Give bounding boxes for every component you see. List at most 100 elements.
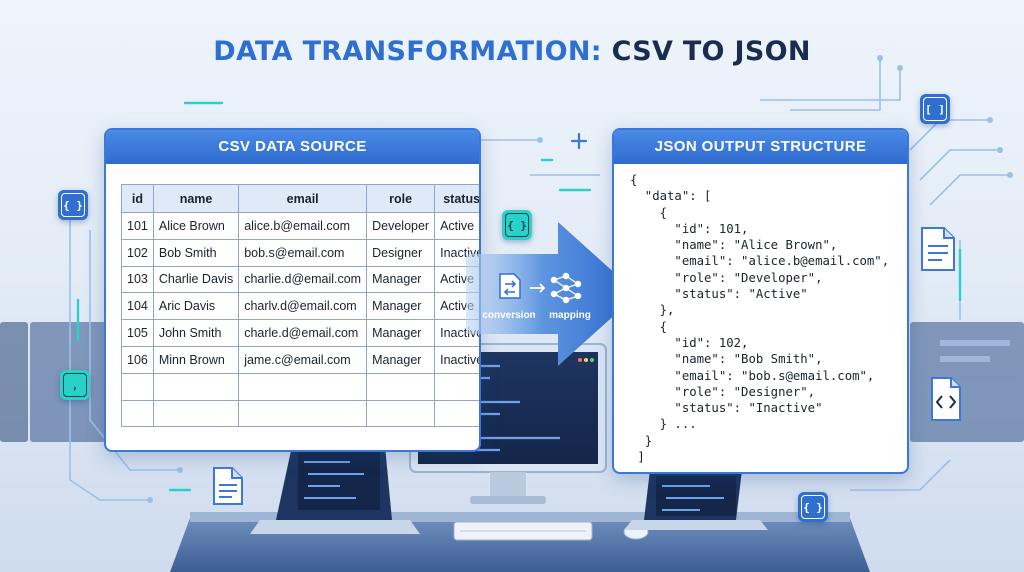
cell-email: charlv.d@email.com <box>238 292 368 321</box>
cell-id: 103 <box>121 265 154 294</box>
braces-badge-teal: { } <box>502 210 532 240</box>
cell-role <box>366 399 436 428</box>
cell-id: 104 <box>121 292 154 321</box>
right-laptop <box>624 470 768 530</box>
conversion-icon <box>499 273 521 299</box>
cell-email: charlie.d@email.com <box>238 265 368 294</box>
col-header-name: name <box>152 184 240 213</box>
col-header-role: role <box>366 184 436 213</box>
cell-email: bob.s@email.com <box>238 238 368 267</box>
cell-role: Manager <box>366 265 436 294</box>
json-line: "role": "Designer", <box>630 384 816 399</box>
cell-id <box>121 372 154 401</box>
braces-icon-teal: { } <box>505 213 529 237</box>
json-line: "id": 102, <box>630 335 749 350</box>
json-line: "data": [ <box>630 189 712 204</box>
json-line: "status": "Inactive" <box>630 401 823 416</box>
json-line: "name": "Bob Smith", <box>630 352 823 367</box>
table-row <box>121 399 479 428</box>
cell-status: Inactive <box>434 345 479 374</box>
cell-email <box>238 372 368 401</box>
cell-role <box>366 372 436 401</box>
cell-name: Bob Smith <box>152 238 240 267</box>
json-line: } ... <box>630 417 697 432</box>
step-arrow-icon <box>530 283 546 293</box>
title-part-1: DATA TRANSFORMATION: <box>213 36 602 67</box>
cell-id: 105 <box>121 319 154 347</box>
json-line: "email": "alice.b@email.com", <box>630 254 890 269</box>
json-line: ] <box>630 450 645 465</box>
cell-email <box>238 399 368 428</box>
json-code-block: { "data": [ { "id": 101, "name": "Alice … <box>630 172 889 465</box>
json-line: }, <box>630 303 675 318</box>
cell-name <box>152 372 240 401</box>
braces-icon-bottom: { } <box>801 495 825 519</box>
mapping-icon <box>550 272 582 304</box>
cell-id <box>121 399 154 428</box>
col-header-status: status <box>434 184 479 213</box>
cell-status: Active <box>434 212 479 240</box>
document-icon-right <box>921 227 955 271</box>
transformation-arrow <box>466 222 638 366</box>
cell-status <box>434 372 479 401</box>
cell-role: Designer <box>366 238 436 267</box>
json-line: "id": 101, <box>630 221 749 236</box>
teal-dashes <box>76 101 962 492</box>
cell-email: alice.b@email.com <box>238 212 368 240</box>
cell-role: Manager <box>366 319 436 347</box>
comma-icon: , <box>63 373 87 397</box>
col-header-email: email <box>238 184 368 213</box>
cell-name: Minn Brown <box>152 345 240 374</box>
page-title: DATA TRANSFORMATION: CSV TO JSON <box>0 36 1024 67</box>
cell-role: Manager <box>366 292 436 321</box>
json-line: "role": "Developer", <box>630 270 823 285</box>
csv-panel-header: CSV DATA SOURCE <box>106 130 479 164</box>
json-line: "name": "Alice Brown", <box>630 238 838 253</box>
cell-role: Developer <box>366 212 436 240</box>
conversion-label: conversion <box>482 310 536 321</box>
cell-id: 101 <box>121 212 154 240</box>
json-line: { <box>630 173 638 187</box>
plus-marks <box>570 132 588 150</box>
brackets-icon: [ ] <box>923 97 947 121</box>
mapping-label: mapping <box>549 310 591 321</box>
cell-name: Aric Davis <box>152 292 240 321</box>
braces-icon: { } <box>61 193 85 217</box>
cell-name <box>152 399 240 428</box>
left-laptop <box>250 446 420 534</box>
cell-email: charle.d@email.com <box>238 319 368 347</box>
cell-id: 106 <box>121 345 154 374</box>
braces-badge-bottom: { } <box>798 492 828 522</box>
json-line: { <box>630 205 668 220</box>
json-output-panel: JSON OUTPUT STRUCTURE { "data": [ { "id"… <box>612 128 909 474</box>
cell-name: John Smith <box>152 319 240 347</box>
table-row <box>121 372 479 401</box>
circuit-dots <box>147 55 1013 503</box>
csv-data-source-panel: CSV DATA SOURCE id name email role statu… <box>104 128 481 452</box>
json-line: "email": "bob.s@email.com", <box>630 368 875 383</box>
cell-role: Manager <box>366 345 436 374</box>
cell-name: Alice Brown <box>152 212 240 240</box>
json-line: { <box>630 319 668 334</box>
csv-header-row: id name email role status <box>121 184 479 213</box>
col-header-id: id <box>121 184 154 213</box>
cell-id: 102 <box>121 238 154 267</box>
code-file-icon <box>931 377 961 421</box>
comma-badge: , <box>60 370 90 400</box>
title-part-2: CSV TO JSON <box>611 36 811 67</box>
cell-name: Charlie Davis <box>152 265 240 294</box>
brackets-badge: [ ] <box>920 94 950 124</box>
json-line: "status": "Active" <box>630 287 808 302</box>
document-icon-left <box>213 467 243 505</box>
json-panel-header: JSON OUTPUT STRUCTURE <box>614 130 907 164</box>
cell-status <box>434 399 479 428</box>
json-line: } <box>630 433 653 448</box>
braces-badge-left: { } <box>58 190 88 220</box>
cell-email: jame.c@email.com <box>238 345 368 374</box>
